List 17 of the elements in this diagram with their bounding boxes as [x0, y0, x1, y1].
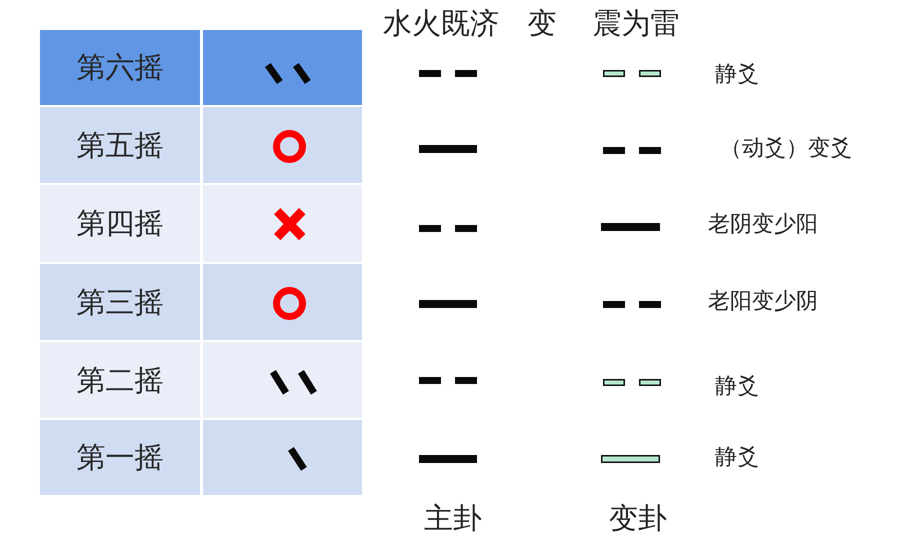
note-text: 静爻: [715, 447, 759, 469]
table-cell: 第三摇: [40, 264, 200, 340]
note-text: 老阳变少阴: [708, 291, 818, 313]
table-cell: 第二摇: [40, 342, 200, 418]
note-text: 老阴变少阳: [708, 214, 818, 236]
column-heading: 震为雷: [592, 8, 680, 38]
note-text: （动爻）变爻: [720, 138, 852, 160]
table-cell: 第一摇: [40, 420, 200, 495]
note-text: 静爻: [715, 64, 759, 86]
table-cell: 第四摇: [40, 185, 200, 262]
column-heading: 水火既济: [383, 8, 499, 38]
table-cell: 第六摇: [40, 30, 200, 105]
column-label: 主卦: [424, 504, 482, 532]
column-heading: 变: [528, 8, 556, 38]
column-label: 变卦: [609, 504, 667, 532]
table-cell: 第五摇: [40, 107, 200, 183]
note-text: 静爻: [715, 376, 759, 398]
